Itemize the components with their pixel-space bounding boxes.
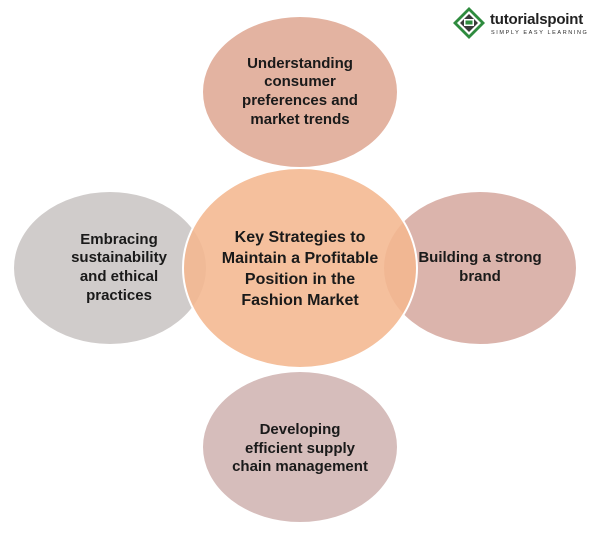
node-top-label: Understanding consumer preferences and m…: [242, 54, 358, 128]
node-right-label: Building a strong brand: [418, 249, 542, 285]
node-left-label: Embracing sustainability and ethical pra…: [71, 230, 167, 304]
center-label: Key Strategies to Maintain a Profitable …: [221, 229, 379, 309]
logo-name: tutorialspoint: [490, 11, 584, 28]
node-bottom-circle: [201, 370, 399, 524]
logo-mark-icon: [453, 7, 485, 39]
center-circle: [182, 167, 418, 369]
node-bottom-label: Developing efficient supply chain manage…: [232, 420, 368, 476]
logo-tagline: SIMPLY EASY LEARNING: [491, 30, 589, 36]
tutorialspoint-logo: tutorialspoint SIMPLY EASY LEARNING: [452, 6, 592, 46]
